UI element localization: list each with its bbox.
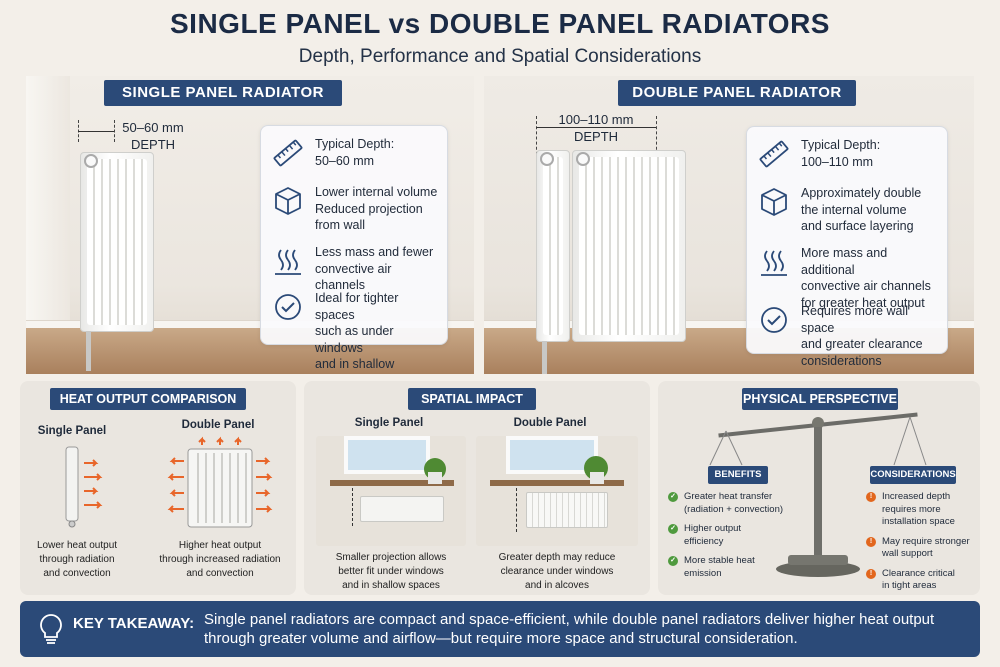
balance-scale-icon <box>709 412 927 577</box>
single-panel-banner: SINGLE PANEL RADIATOR <box>104 80 342 106</box>
check-circle-icon <box>761 307 787 333</box>
feature-text: Typical Depth: 100–110 mm <box>801 138 881 169</box>
double-depth-label: DEPTH <box>573 129 619 144</box>
wall-corner <box>26 76 70 328</box>
baseboard <box>484 320 974 328</box>
radiator-pipe <box>542 341 547 374</box>
feature-text: More mass and additional convective air … <box>801 246 931 310</box>
double-features-card: Typical Depth: 100–110 mm Approximately … <box>746 126 948 368</box>
warning-icon: ! <box>866 536 876 547</box>
double-panel-banner: DOUBLE PANEL RADIATOR <box>618 80 856 106</box>
spatial-single-label: Single Panel <box>354 417 424 429</box>
list-item: !Increased depth requires more installat… <box>866 491 978 529</box>
physical-perspective-banner: PHYSICAL PERSPECTIVE <box>742 388 898 410</box>
check-icon: ✓ <box>668 492 678 502</box>
spatial-double-label: Double Panel <box>513 417 587 429</box>
feature-mass: Less mass and fewer convective air chann… <box>271 244 439 294</box>
list-item: ✓More stable heat emission <box>668 555 808 580</box>
check-icon: ✓ <box>668 524 678 534</box>
radiator-pipe <box>86 331 91 371</box>
heat-waves-icon <box>761 250 787 276</box>
benefits-label: BENEFITS <box>708 466 768 484</box>
feature-volume: Lower internal volume Reduced projection… <box>271 184 439 234</box>
clearance-marker <box>352 488 353 526</box>
heat-output-panel: HEAT OUTPUT COMPARISON Single Panel Doub… <box>20 381 296 595</box>
clearance-marker <box>516 488 517 532</box>
depth-dimension-line <box>78 131 114 132</box>
lightbulb-icon <box>40 614 62 644</box>
feature-text: Approximately double the internal volume… <box>801 186 922 233</box>
single-radiator <box>80 152 154 332</box>
heat-double-label: Double Panel <box>181 419 255 431</box>
radiator-valve <box>576 152 590 166</box>
baseboard <box>26 320 474 328</box>
benefits-list: ✓Greater heat transfer (radiation + conv… <box>668 491 808 587</box>
list-item: !May require stronger wall support <box>866 536 978 561</box>
single-depth-label: DEPTH <box>130 137 176 152</box>
window <box>506 436 598 474</box>
double-radiator <box>526 492 608 528</box>
spatial-impact-banner: SPATIAL IMPACT <box>408 388 536 410</box>
cube-icon <box>761 188 787 216</box>
list-item: ✓Greater heat transfer (radiation + conv… <box>668 491 808 516</box>
spatial-impact-panel: SPATIAL IMPACT Single Panel Double Panel… <box>304 381 650 595</box>
heat-output-banner: HEAT OUTPUT COMPARISON <box>50 388 246 410</box>
key-takeaway-label: KEY TAKEAWAY: <box>73 615 195 632</box>
feature-depth: Typical Depth: 50–60 mm <box>271 136 439 170</box>
spatial-single-caption: Smaller projection allows better fit und… <box>335 552 447 591</box>
radiator-valve <box>540 152 554 166</box>
single-radiator <box>360 496 444 522</box>
page-subtitle: Depth, Performance and Spatial Considera… <box>298 46 702 67</box>
double-depth-value: 100–110 mm <box>558 112 634 127</box>
single-depth-value: 50–60 mm <box>122 120 184 135</box>
feature-text: Lower internal volume Reduced projection… <box>315 185 438 232</box>
single-panel-room <box>316 436 466 546</box>
feature-clearance: Requires more wall space and greater cle… <box>757 303 939 369</box>
ruler-icon <box>759 140 789 168</box>
single-features-card: Typical Depth: 50–60 mm Lower internal v… <box>260 125 448 374</box>
double-panel-heat-illustration <box>167 436 273 528</box>
feature-volume: Approximately double the internal volume… <box>757 185 939 235</box>
window <box>344 436 430 474</box>
warning-icon: ! <box>866 492 876 502</box>
key-takeaway-text: Single panel radiators are compact and s… <box>204 611 935 647</box>
double-radiator-rear-panel <box>536 150 570 342</box>
feature-text: Requires more wall space and greater cle… <box>801 304 923 368</box>
double-radiator-front-panel <box>572 150 686 342</box>
window-sill <box>490 480 624 486</box>
window-sill <box>330 480 454 486</box>
physical-perspective-panel: PHYSICAL PERSPECTIVE BENEFITS CONSIDERAT… <box>658 381 980 595</box>
ruler-icon <box>273 139 303 167</box>
heat-double-caption: Higher heat output through increased rad… <box>159 540 281 579</box>
list-item: !Clearance critical in tight areas <box>866 568 978 593</box>
feature-text: Typical Depth: 50–60 mm <box>315 137 395 168</box>
cube-icon <box>275 187 301 215</box>
heat-single-caption: Lower heat output through radiation and … <box>36 540 118 579</box>
depth-tick-right <box>114 120 115 142</box>
feature-text: Less mass and fewer convective air chann… <box>315 245 434 292</box>
single-panel-heat-illustration <box>65 446 103 528</box>
warning-icon: ! <box>866 568 876 579</box>
considerations-label: CONSIDERATIONS <box>870 466 956 484</box>
list-item: ✓Higher output efficiency <box>668 523 808 548</box>
radiator-valve <box>84 154 98 168</box>
spatial-double-caption: Greater depth may reduce clearance under… <box>498 552 616 591</box>
key-takeaway-banner: KEY TAKEAWAY: Single panel radiators are… <box>20 601 980 657</box>
page-title: SINGLE PANEL vs DOUBLE PANEL RADIATORS <box>170 8 830 39</box>
feature-depth: Typical Depth: 100–110 mm <box>757 137 939 171</box>
check-icon: ✓ <box>668 556 678 566</box>
feature-ideal: Ideal for tighter spaces such as under w… <box>271 290 439 374</box>
check-circle-icon <box>275 294 301 320</box>
considerations-list: !Increased depth requires more installat… <box>866 491 978 600</box>
double-panel-room <box>476 436 638 546</box>
heat-single-label: Single Panel <box>37 425 107 437</box>
double-panel-scene: DOUBLE PANEL RADIATOR 100–110 mm DEPTH T… <box>484 76 974 374</box>
feature-mass: More mass and additional convective air … <box>757 245 939 311</box>
feature-text: Ideal for tighter spaces such as under w… <box>315 291 399 374</box>
heat-waves-icon <box>275 249 301 275</box>
single-panel-scene: SINGLE PANEL RADIATOR 50–60 mm DEPTH Typ… <box>26 76 474 374</box>
depth-dimension-line <box>536 127 656 128</box>
